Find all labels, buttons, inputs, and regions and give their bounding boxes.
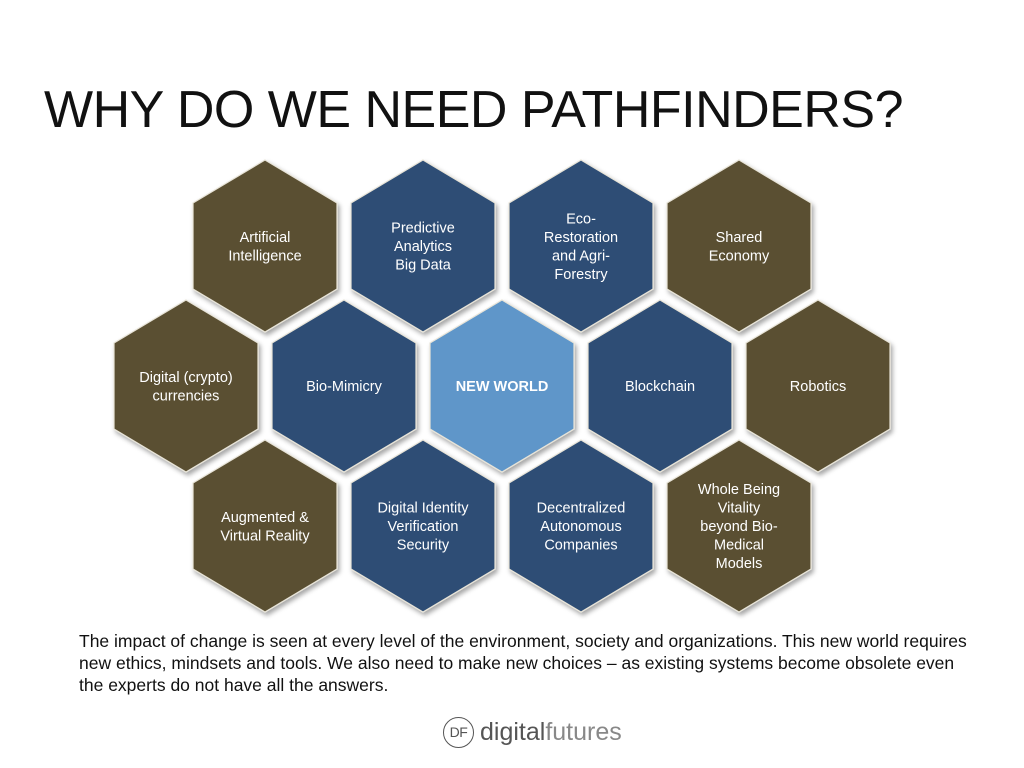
- description-text: The impact of change is seen at every le…: [79, 631, 967, 695]
- hexagon-label: Bio-Mimicry: [306, 379, 382, 395]
- hexagon-shape: [350, 439, 496, 613]
- hexagon-label-line: Autonomous: [540, 519, 621, 535]
- hexagon-label-line: Decentralized: [537, 501, 626, 517]
- hexagon-label-line: Whole Being: [698, 482, 780, 498]
- hexagon-robotics: Robotics: [745, 299, 891, 473]
- hexagon-shape: [113, 299, 259, 473]
- hexagon-label-line: Digital (crypto): [139, 370, 232, 386]
- hexagon-shape: [587, 299, 733, 473]
- logo-word-digital: digital: [480, 717, 546, 746]
- logo-word-futures: futures: [545, 717, 622, 746]
- hexagon-shape: [192, 159, 338, 333]
- hexagon-label-line: Security: [397, 538, 450, 554]
- hexagon-label: Digital (crypto) currencies: [139, 370, 232, 405]
- hexagon-label-line: Medical: [714, 538, 764, 554]
- hexagon-augmented-reality: Augmented & Virtual Reality: [192, 439, 338, 613]
- hexagon-label-line: Vitality: [718, 501, 761, 517]
- hexagon-label-line: Intelligence: [228, 248, 301, 264]
- hexagon-label-line: Digital Identity: [377, 501, 469, 517]
- hexagon-shape: [666, 159, 812, 333]
- hexagon-label-line: Eco-: [566, 211, 596, 227]
- hexagon-shape: [745, 299, 891, 473]
- hexagon-shape: [508, 439, 654, 613]
- hexagon-label-line: Blockchain: [625, 379, 695, 395]
- hexagon-label-line: Companies: [544, 538, 617, 554]
- hexagon-label-line: Big Data: [395, 258, 452, 274]
- hexagon-label: NEW WORLD: [456, 379, 549, 395]
- logo-mark: DF: [443, 716, 474, 748]
- hexagon-shape: [429, 299, 575, 473]
- hexagon-label: Augmented & Virtual Reality: [220, 510, 310, 545]
- hexagon-label-line: and Agri-: [552, 248, 610, 264]
- hexagon-label: Eco- Restoration and Agri- Forestry: [544, 211, 618, 283]
- hexagon-label-line: Forestry: [554, 267, 608, 283]
- hexagon-shape: [192, 439, 338, 613]
- hexagon-label-line: Verification: [388, 519, 459, 535]
- hexagon-label: Blockchain: [625, 379, 695, 395]
- hexagon-label-line: Robotics: [790, 379, 846, 395]
- hexagon-label-line: Predictive: [391, 221, 455, 237]
- hexagon-label-line: Analytics: [394, 239, 452, 255]
- hexagon-label-line: Bio-Mimicry: [306, 379, 382, 395]
- hexagon-shape: [350, 159, 496, 333]
- hexagon-blockchain: Blockchain: [587, 299, 733, 473]
- hexagon-label-line: Models: [716, 556, 763, 572]
- hexagon-label-line: NEW WORLD: [456, 379, 549, 395]
- hexagon-new-world: NEW WORLD: [429, 299, 575, 473]
- hexagon-label-line: currencies: [153, 388, 220, 404]
- hexagon-label-line: Artificial: [240, 230, 291, 246]
- hexagon-label-line: beyond Bio-: [700, 519, 778, 535]
- page-title: WHY DO WE NEED PATHFINDERS?: [44, 81, 904, 139]
- hexagon-shape: [271, 299, 417, 473]
- hexagon-label: Robotics: [790, 379, 846, 395]
- hexagon-label-line: Virtual Reality: [220, 528, 310, 544]
- hexagon-eco-restoration: Eco- Restoration and Agri- Forestry: [508, 159, 654, 333]
- hexagon-shape: [666, 439, 812, 613]
- hexagon-label-line: Augmented &: [221, 510, 309, 526]
- hexagon-label-line: Restoration: [544, 230, 618, 246]
- hexagon-label-line: Economy: [709, 248, 770, 264]
- hexagon-digital-currencies: Digital (crypto) currencies: [113, 299, 259, 473]
- hexagon-label-line: Shared: [716, 230, 763, 246]
- hexagon-bio-mimicry: Bio-Mimicry: [271, 299, 417, 473]
- hexagon-shape: [508, 159, 654, 333]
